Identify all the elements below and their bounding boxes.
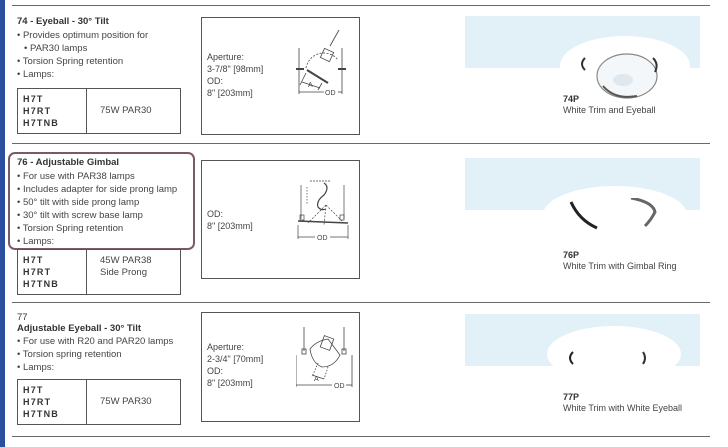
lamp-table: H7T H7RT H7TNB 45W PAR38 Side Prong: [17, 249, 181, 295]
eyeball-trim-photo-icon: [581, 53, 658, 99]
photo-caption: 74P White Trim and Eyeball: [563, 94, 656, 115]
lamp-spec: 75W PAR30: [86, 88, 181, 134]
photo-caption: 76P White Trim with Gimbal Ring: [563, 250, 677, 271]
dimension-text: OD: 8" [203mm]: [207, 209, 253, 231]
dimension-text: Aperture: 2-3/4" [70mm] OD: 8" [203mm]: [207, 342, 264, 388]
side-accent-bar: [0, 0, 5, 447]
feature-list: For use with PAR38 lamps Includes adapte…: [17, 170, 177, 248]
feature-item: Torsion spring retention: [17, 348, 173, 361]
product-number: 77: [17, 312, 28, 323]
feature-list: Provides optimum position for PAR30 lamp…: [17, 29, 148, 81]
eyeball-fixture-drawing-icon: A OD: [296, 29, 346, 97]
svg-text:OD: OD: [317, 235, 328, 242]
divider-bottom: [12, 436, 710, 437]
product-photo-77p: 77P White Trim with White Eyeball: [465, 314, 700, 434]
lamp-codes: H7T H7RT H7TNB: [17, 379, 87, 425]
svg-text:A: A: [314, 376, 319, 383]
photo-caption: 77P White Trim with White Eyeball: [563, 392, 683, 413]
dimension-diagram-box: Aperture: 2-3/4" [70mm] OD: 8" [203mm]: [201, 312, 360, 422]
feature-item: Torsion Spring retention: [17, 55, 148, 68]
lamp-table: H7T H7RT H7TNB 75W PAR30: [17, 379, 181, 425]
svg-text:A: A: [308, 82, 313, 89]
feature-item: Lamps:: [17, 235, 177, 248]
product-photo-74p: 74P White Trim and Eyeball: [465, 16, 700, 141]
lamp-codes: H7T H7RT H7TNB: [17, 88, 87, 134]
svg-text:OD: OD: [325, 90, 336, 97]
feature-item: Provides optimum position for: [17, 29, 148, 42]
lamp-spec: 45W PAR38 Side Prong: [86, 249, 181, 295]
feature-item: PAR30 lamps: [17, 42, 148, 55]
gimbal-fixture-drawing-icon: OD: [297, 180, 349, 242]
product-title: 74 - Eyeball - 30° Tilt: [17, 16, 109, 27]
divider-76-77: [12, 302, 710, 303]
lamp-codes: H7T H7RT H7TNB: [17, 249, 87, 295]
feature-item: Lamps:: [17, 361, 173, 374]
product-photo-76p: 76P White Trim with Gimbal Ring: [465, 158, 700, 298]
feature-item: Lamps:: [17, 68, 148, 81]
lamp-table: H7T H7RT H7TNB 75W PAR30: [17, 88, 181, 134]
feature-item: For use with PAR38 lamps: [17, 170, 177, 183]
svg-text:OD: OD: [334, 383, 345, 390]
dimension-diagram-box: OD: 8" [203mm] OD: [201, 160, 360, 279]
feature-item: 30° tilt with screw base lamp: [17, 209, 177, 222]
adjustable-eyeball-drawing-icon: A OD: [296, 327, 353, 390]
lamp-spec: 75W PAR30: [86, 379, 181, 425]
gimbal-ring-photo-icon: [569, 198, 657, 230]
dimension-text: Aperture: 3-7/8" [98mm] OD: 8" [203mm]: [207, 52, 264, 98]
feature-item: 50° tilt with side prong lamp: [17, 196, 177, 209]
feature-item: For use with R20 and PAR20 lamps: [17, 335, 173, 348]
feature-item: Includes adapter for side prong lamp: [17, 183, 177, 196]
feature-item: Torsion Spring retention: [17, 222, 177, 235]
product-title: Adjustable Eyeball - 30° Tilt: [17, 323, 141, 334]
divider-74-76: [12, 143, 710, 144]
feature-list: For use with R20 and PAR20 lamps Torsion…: [17, 335, 173, 374]
white-eyeball-trim-photo-icon: [569, 351, 646, 365]
divider-top: [12, 5, 710, 6]
dimension-diagram-box: Aperture: 3-7/8" [98mm] OD: 8" [203mm]: [201, 17, 360, 135]
product-title: 76 - Adjustable Gimbal: [17, 157, 120, 168]
